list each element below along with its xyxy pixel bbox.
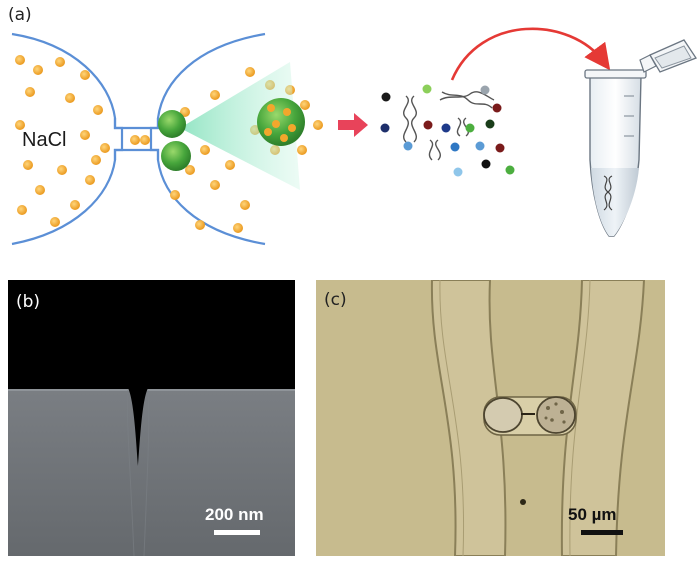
microchannel-outline — [11, 32, 266, 246]
channel-right — [560, 280, 646, 556]
panel-b — [8, 280, 295, 556]
panel-c — [316, 280, 665, 556]
illumination-beam — [180, 62, 300, 190]
cell-left — [483, 397, 523, 433]
panel-c-label: (c) — [324, 290, 347, 310]
constriction-channel — [113, 118, 160, 160]
nacl-label: NaCl — [22, 129, 66, 151]
lysate-contents — [380, 84, 515, 177]
salt-particles — [15, 55, 323, 233]
trapped-cells — [158, 110, 191, 171]
scale-bar-label-c: 50 µm — [568, 505, 617, 524]
transfer-arrow — [450, 27, 611, 81]
debris-particle — [520, 499, 526, 505]
panel-b-label: (b) — [16, 292, 40, 312]
scale-bar-c — [581, 530, 623, 535]
channel-left — [430, 280, 507, 556]
scale-bar-label-b: 200 nm — [205, 505, 264, 524]
process-arrow — [338, 113, 368, 137]
panel-a-label: (a) — [8, 5, 32, 25]
nanochannel-tip — [128, 388, 148, 466]
scale-bar-b — [214, 530, 260, 535]
cell-right — [536, 396, 576, 434]
cell-granules — [544, 402, 566, 424]
magnified-cell — [257, 98, 305, 146]
sem-substrate — [8, 390, 295, 556]
microcentrifuge-tube — [584, 39, 697, 237]
panel-a: (a) NaCl — [8, 5, 697, 246]
